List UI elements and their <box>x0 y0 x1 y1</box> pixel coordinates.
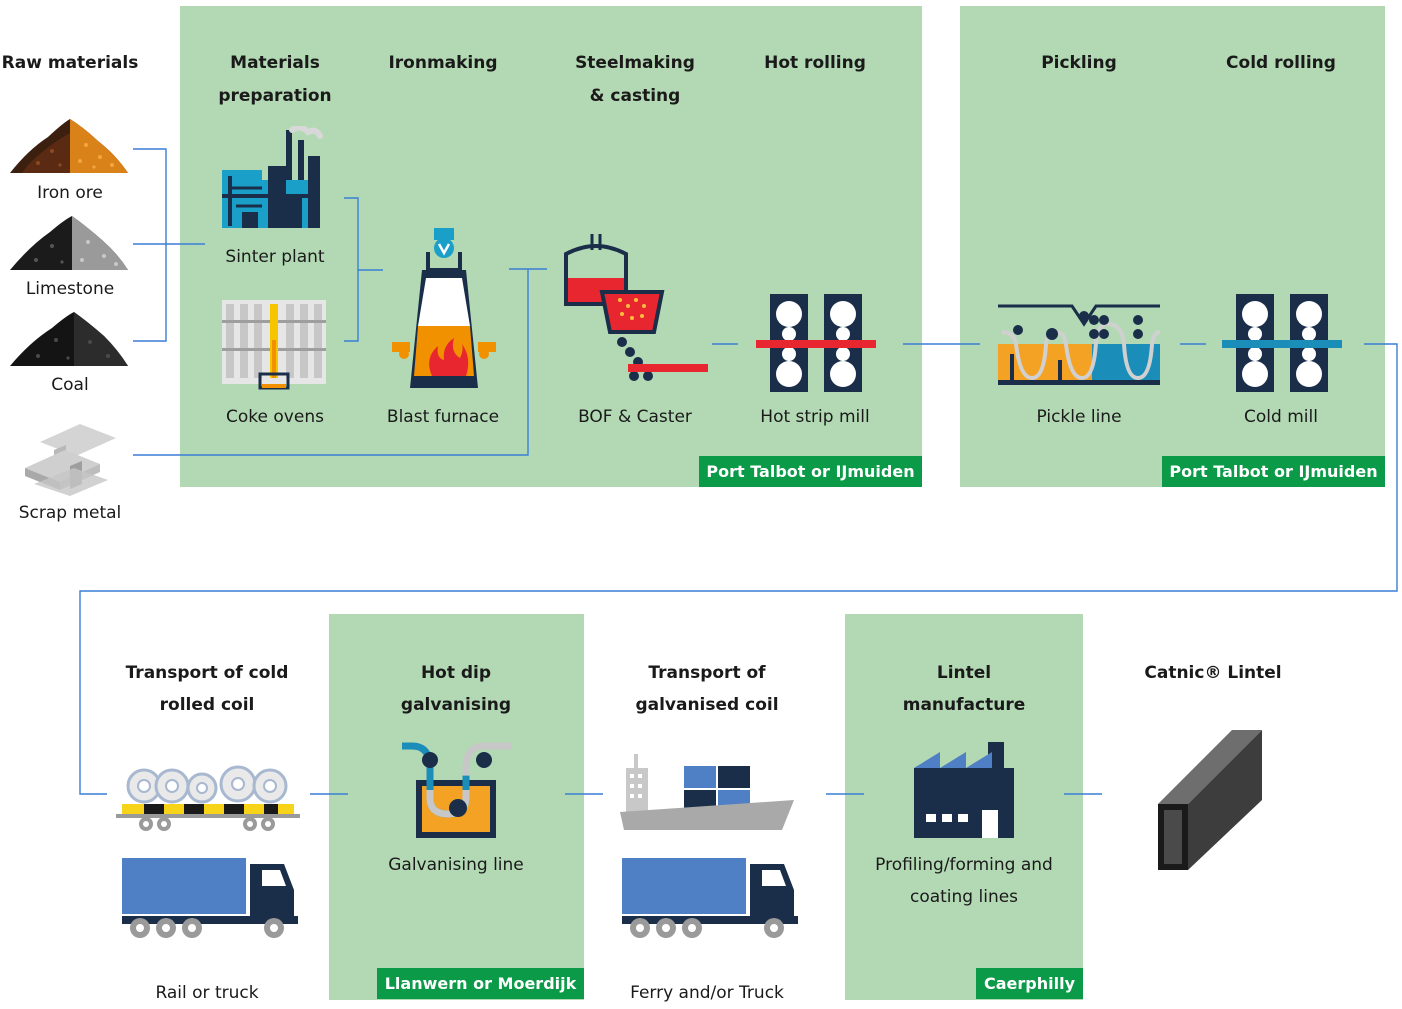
iron-ore-label: Iron ore <box>37 183 103 203</box>
rail-or-truck-label: Rail or truck <box>155 983 259 1003</box>
cold-rolling-heading: Cold rolling <box>1226 53 1336 73</box>
catnic-lintel-icon <box>1158 730 1262 870</box>
blast-furnace-icon <box>392 228 496 388</box>
coal-pile-icon <box>10 312 128 366</box>
bof-caster-icon <box>564 234 708 381</box>
ferry-ship-icon <box>620 754 794 830</box>
galvanising-line-label: Galvanising line <box>388 855 524 875</box>
hot-strip-mill-icon <box>756 294 876 392</box>
ironmaking-heading: Ironmaking <box>388 53 498 73</box>
galvanising-line-icon <box>402 742 512 838</box>
hot-rolling-heading: Hot rolling <box>764 53 866 73</box>
raw-materials-heading: Raw materials <box>1 53 139 73</box>
truck-icon <box>122 858 298 938</box>
sinter-plant-icon <box>222 126 323 228</box>
ferry-and-or-truck-label: Ferry and/or Truck <box>630 983 784 1003</box>
coke-ovens-icon <box>222 300 326 390</box>
cold-mill-label: Cold mill <box>1244 407 1318 427</box>
scrap-metal-beams-icon <box>25 424 116 496</box>
hot-strip-mill-label: Hot strip mill <box>760 407 870 427</box>
factory-icon <box>914 742 1014 838</box>
scrap-metal-label: Scrap metal <box>18 503 122 523</box>
cold-mill-icon <box>1222 294 1342 392</box>
iron-ore-pile-icon <box>10 119 128 173</box>
coal-label: Coal <box>51 375 89 395</box>
sinter-plant-label: Sinter plant <box>225 247 325 267</box>
location-badge-lintel: Caerphilly <box>976 968 1083 999</box>
blast-furnace-label: Blast furnace <box>386 407 500 427</box>
catnic-lintel-heading: Catnic® Lintel <box>1144 663 1282 683</box>
limestone-pile-icon <box>10 216 128 270</box>
pickle-line-icon <box>998 304 1160 385</box>
coke-ovens-label: Coke ovens <box>226 407 324 427</box>
pickling-cold-rolling-panel <box>960 6 1385 487</box>
steelmaking-casting-heading: Steelmaking& casting <box>575 53 695 106</box>
pickle-line-label: Pickle line <box>1036 407 1122 427</box>
primary-steelmaking-panel <box>180 6 922 487</box>
limestone-label: Limestone <box>25 279 115 299</box>
location-badge-galvanising: Llanwern or Moerdijk <box>377 968 584 999</box>
pickling-heading: Pickling <box>1041 53 1117 73</box>
truck-icon-2 <box>622 858 798 938</box>
location-badge-cold-rolling: Port Talbot or IJmuiden <box>1162 456 1385 487</box>
rail-wagon-coils-icon <box>116 765 300 831</box>
location-badge-primary: Port Talbot or IJmuiden <box>699 456 922 487</box>
bof-caster-label: BOF & Caster <box>578 407 692 427</box>
